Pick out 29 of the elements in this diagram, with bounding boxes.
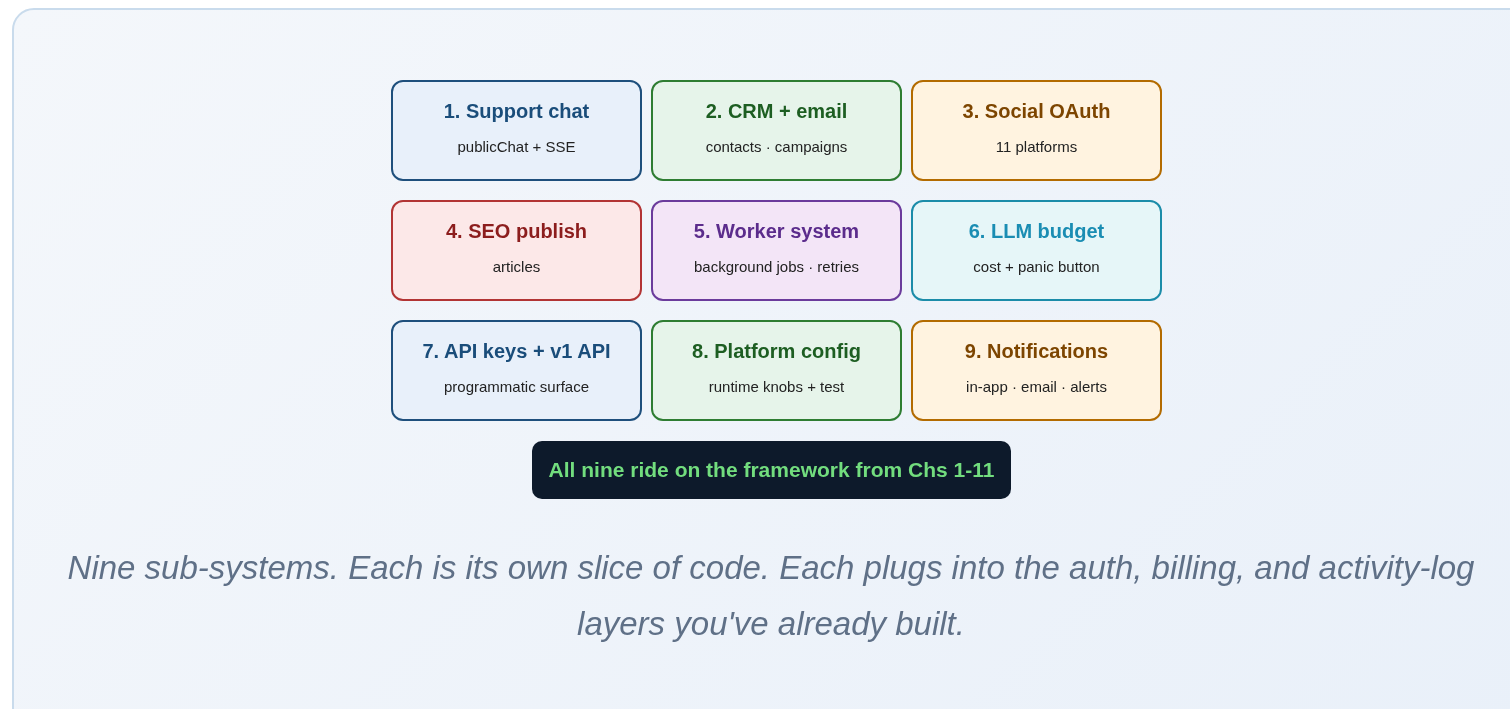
- module-card: [911, 320, 1162, 421]
- card-subtitle: programmatic surface: [443, 378, 590, 395]
- card-subtitle: contacts · campaigns: [705, 138, 848, 155]
- card-subtitle: runtime knobs + test: [708, 378, 845, 395]
- card-subtitle: cost + panic button: [973, 258, 1100, 275]
- card-title: 7. API keys + v1 API: [422, 340, 611, 363]
- card-title: 5. Worker system: [693, 220, 860, 243]
- card-subtitle: in-app · email · alerts: [966, 378, 1107, 395]
- module-card: [651, 320, 902, 421]
- banner: All nine ride on the framework from Chs 1-11: [532, 441, 1011, 499]
- card-title: 4. SEO publish: [445, 220, 588, 243]
- card-subtitle: publicChat + SSE: [457, 138, 576, 155]
- module-card: [391, 320, 642, 421]
- card-title: 9. Notifications: [964, 340, 1109, 363]
- module-card: [911, 80, 1162, 181]
- module-card: [651, 200, 902, 301]
- card-subtitle: 11 platforms: [995, 138, 1078, 155]
- module-card: [391, 200, 642, 301]
- card-subtitle: articles: [492, 258, 541, 275]
- module-card: [391, 80, 642, 181]
- caption: Nine sub-systems. Each is its own slice of code. Each plugs into the auth, billing, and activity-log layers you've already built.: [66, 548, 1476, 644]
- card-title: 8. Platform config: [692, 340, 861, 363]
- card-title: 2. CRM + email: [705, 100, 848, 123]
- module-card: [911, 200, 1162, 301]
- card-title: 3. Social OAuth: [962, 100, 1111, 123]
- card-title: 1. Support chat: [443, 100, 590, 123]
- card-subtitle: background jobs · retries: [693, 258, 860, 275]
- module-card: [651, 80, 902, 181]
- card-title: 6. LLM budget: [968, 220, 1105, 243]
